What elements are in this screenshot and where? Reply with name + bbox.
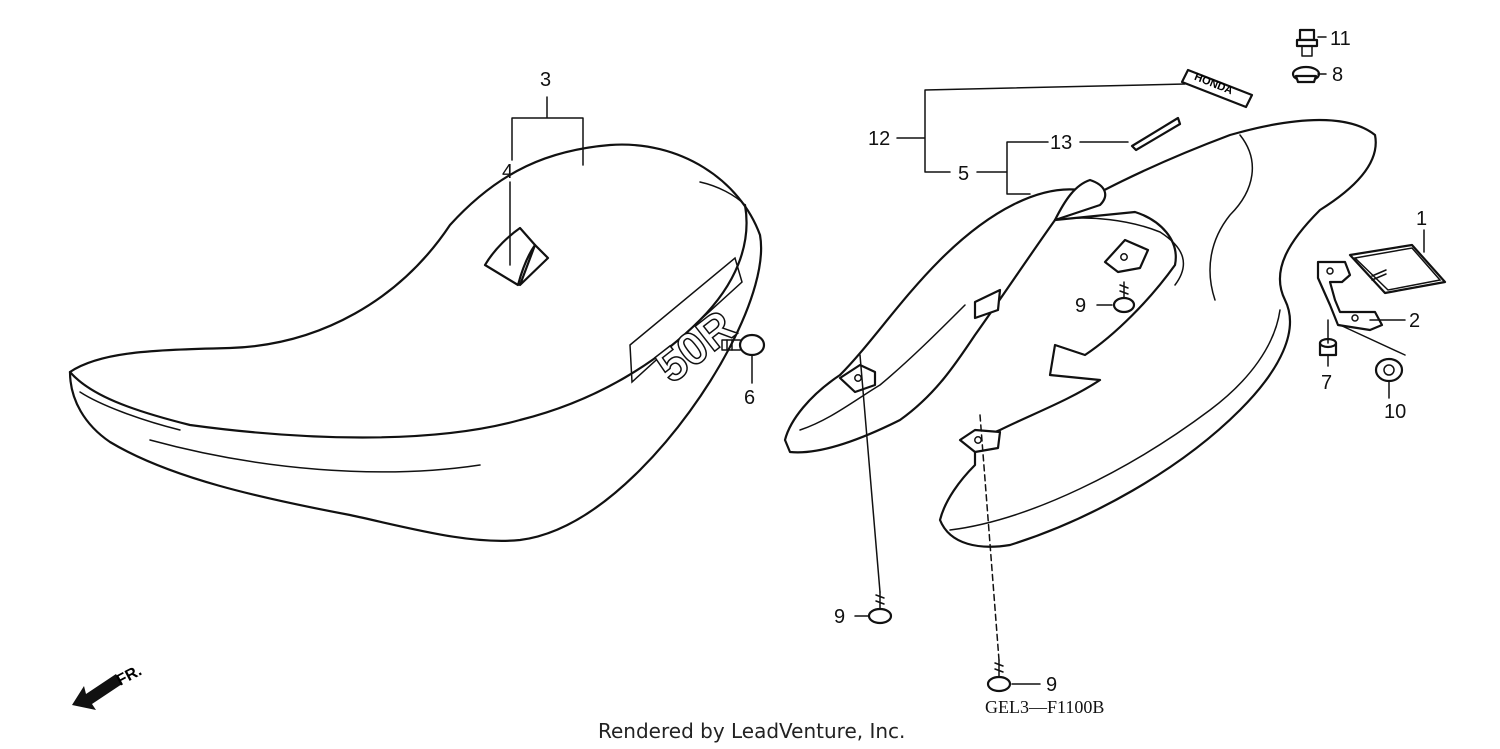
seat-bolt-icon xyxy=(721,333,766,357)
front-direction-indicator: FR. xyxy=(72,662,145,710)
callout-10: 10 xyxy=(1384,401,1406,423)
callout-7: 7 xyxy=(1321,372,1332,394)
flange-bolt-icon xyxy=(1295,28,1319,57)
callout-1: 1 xyxy=(1416,208,1427,230)
seat: 50R xyxy=(68,143,763,542)
callout-8: 8 xyxy=(1332,64,1343,86)
grommet-icon xyxy=(1291,65,1321,84)
stripe-decal xyxy=(1130,116,1182,152)
callout-6: 6 xyxy=(744,387,755,409)
callout-11: 11 xyxy=(1330,28,1351,50)
flange-nut-icon xyxy=(1374,357,1404,383)
callout-2: 2 xyxy=(1409,310,1420,332)
callout-9-lower-left: 9 xyxy=(834,606,845,628)
callout-12: 12 xyxy=(868,128,890,150)
callout-9-upper: 9 xyxy=(1075,295,1086,317)
callout-labels: 1 2 3 4 5 6 7 8 9 9 9 10 11 12 13 xyxy=(502,28,1427,696)
front-arrow-icon xyxy=(72,674,122,710)
reflector-bracket xyxy=(1316,260,1384,332)
nut-icon xyxy=(1318,337,1338,357)
footer-credit: Rendered by LeadVenture, Inc. xyxy=(598,719,905,743)
leader-lines xyxy=(509,36,1425,685)
reflector xyxy=(1348,243,1447,295)
callout-5: 5 xyxy=(958,163,969,185)
callout-9-lower-right: 9 xyxy=(1046,674,1057,696)
diagram-code: GEL3—F1100B xyxy=(985,697,1104,717)
screw-icon-lower-left xyxy=(867,591,893,625)
screw-icon-lower-right xyxy=(986,659,1012,693)
rear-cowl xyxy=(783,118,1377,548)
callout-4: 4 xyxy=(502,161,513,183)
callout-13: 13 xyxy=(1050,132,1072,154)
honda-decal: HONDA xyxy=(1180,68,1254,109)
screw-icon-upper xyxy=(1112,281,1136,314)
callout-3: 3 xyxy=(540,69,551,91)
